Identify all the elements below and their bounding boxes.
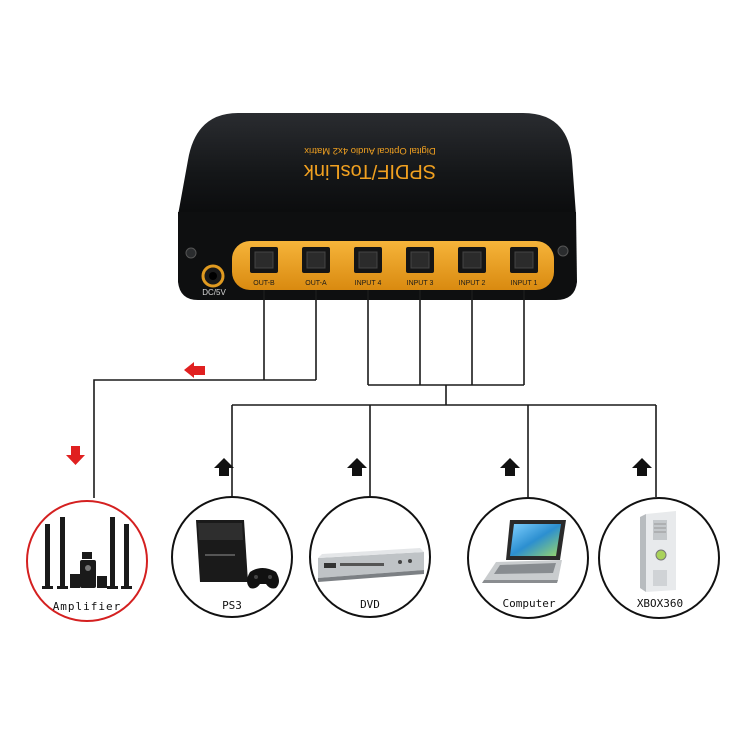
device-ps3: PS3: [171, 496, 293, 618]
device-top-face: [178, 113, 576, 215]
dvd-player-icon: [318, 548, 424, 582]
optical-port-input-2[interactable]: INPUT 2: [458, 247, 486, 287]
device-xbox360: XBOX360: [598, 497, 720, 619]
port-shutter: [410, 251, 430, 269]
screw-left: [185, 247, 197, 259]
laptop-icon: [482, 520, 566, 583]
cables: [93, 290, 657, 498]
port-label-out-b: OUT-B: [253, 280, 275, 287]
optical-port-out-a[interactable]: OUT-A: [302, 247, 330, 287]
port-panel: [232, 241, 554, 290]
device-subtitle: Digital Optical Audio 4x2 Matrix: [304, 145, 436, 156]
game-console-icon: [196, 520, 279, 589]
ps3-label: PS3: [222, 599, 242, 612]
input-arrow-dvd: [347, 458, 367, 476]
optical-port-input-3[interactable]: INPUT 3: [406, 247, 434, 287]
port-label-input-1: INPUT 1: [511, 280, 538, 287]
computer-label: Computer: [503, 597, 556, 610]
matrix-switcher-device: SPDIF/TosLink Digital Optical Audio 4x2 …: [178, 113, 577, 300]
port-shutter: [306, 251, 326, 269]
output-direction-arrow-down: [66, 446, 85, 465]
port-shutter: [514, 251, 534, 269]
xbox-console-icon: [640, 511, 676, 592]
xbox360-label: XBOX360: [637, 597, 683, 610]
device-brand-title: SPDIF/TosLink: [303, 160, 436, 182]
amplifier-label: Amplifier: [53, 600, 122, 613]
speakers-icon: [42, 517, 132, 589]
device-dvd: DVD: [309, 496, 431, 618]
input-arrow-computer: [500, 458, 520, 476]
dvd-label: DVD: [360, 598, 380, 611]
device-computer: Computer: [467, 497, 589, 619]
port-row: OUT-B OUT-A INPUT 4 INPUT 3 INPUT 2 INPUT 1: [250, 247, 538, 287]
device-amplifier: Amplifier: [26, 500, 148, 622]
optical-port-input-1[interactable]: INPUT 1: [510, 247, 538, 287]
signal-arrows: [66, 362, 652, 476]
port-label-input-4: INPUT 4: [355, 280, 382, 287]
cable-to-amplifier: [93, 379, 264, 498]
optical-port-out-b[interactable]: OUT-B: [250, 247, 278, 287]
dc-power-jack-hole: [209, 272, 217, 280]
port-shutter: [358, 251, 378, 269]
input-arrow-xbox360: [632, 458, 652, 476]
port-shutter: [254, 251, 274, 269]
port-label-out-a: OUT-A: [305, 280, 327, 287]
port-label-input-2: INPUT 2: [459, 280, 486, 287]
power-label: DC/5V: [202, 288, 226, 297]
screw-right: [557, 245, 569, 257]
port-label-input-3: INPUT 3: [407, 280, 434, 287]
port-shutter: [462, 251, 482, 269]
input-arrow-ps3: [214, 458, 234, 476]
optical-port-input-4[interactable]: INPUT 4: [354, 247, 382, 287]
output-direction-arrow-left: [184, 362, 205, 378]
